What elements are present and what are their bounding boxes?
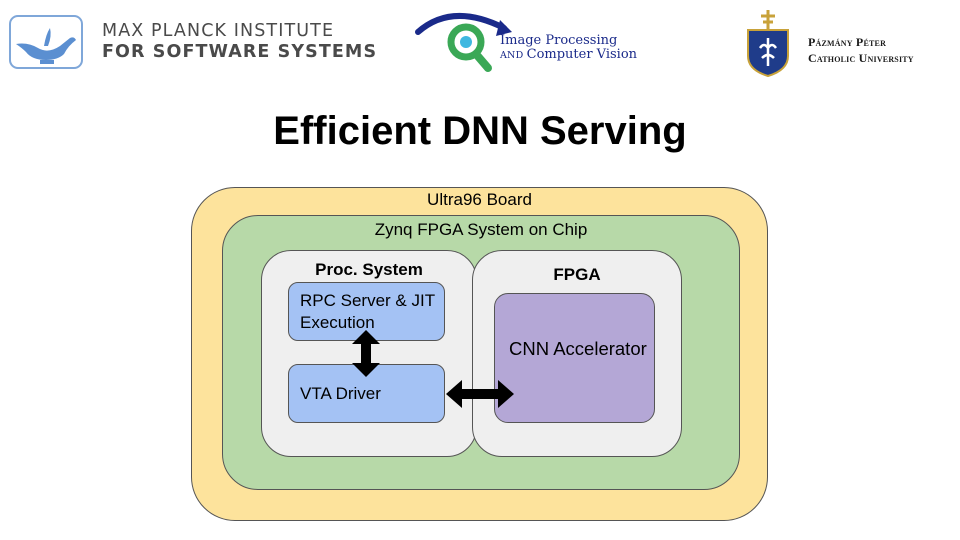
ipcv-line1: Image Processing: [500, 33, 618, 48]
mpi-line2: FOR SOFTWARE SYSTEMS: [102, 42, 378, 62]
fpga-label: FPGA: [553, 265, 601, 284]
rpc-server-label: RPC Server & JIT Execution: [300, 291, 435, 332]
ipcv-line2: Computer Vision: [526, 47, 638, 62]
ipcv-line2-prefix: AND: [500, 50, 527, 61]
board-label: Ultra96 Board: [427, 190, 532, 209]
cnn-accelerator-box: [494, 293, 655, 423]
ppke-line2: Catholic University: [808, 51, 914, 65]
mpi-line1: MAX PLANCK INSTITUTE: [102, 21, 335, 41]
proc-system-label: Proc. System: [315, 260, 423, 279]
vta-driver-label: VTA Driver: [300, 384, 381, 403]
mpi-logo-icon: [8, 14, 84, 70]
ppke-line1: Pázmány Péter: [808, 35, 887, 49]
ppke-wordmark: Pázmány Péter Catholic University: [808, 34, 914, 66]
slide-title: Efficient DNN Serving: [273, 109, 687, 153]
crest-icon: [744, 8, 792, 78]
ipcv-wordmark: Image Processing AND Computer Vision: [500, 34, 637, 63]
mpi-wordmark: MAX PLANCK INSTITUTE FOR SOFTWARE SYSTEM…: [102, 21, 377, 63]
magnifier-logo-icon: [412, 6, 512, 82]
cnn-accelerator-label: CNN Accelerator: [509, 338, 647, 359]
soc-label: Zynq FPGA System on Chip: [374, 220, 588, 239]
